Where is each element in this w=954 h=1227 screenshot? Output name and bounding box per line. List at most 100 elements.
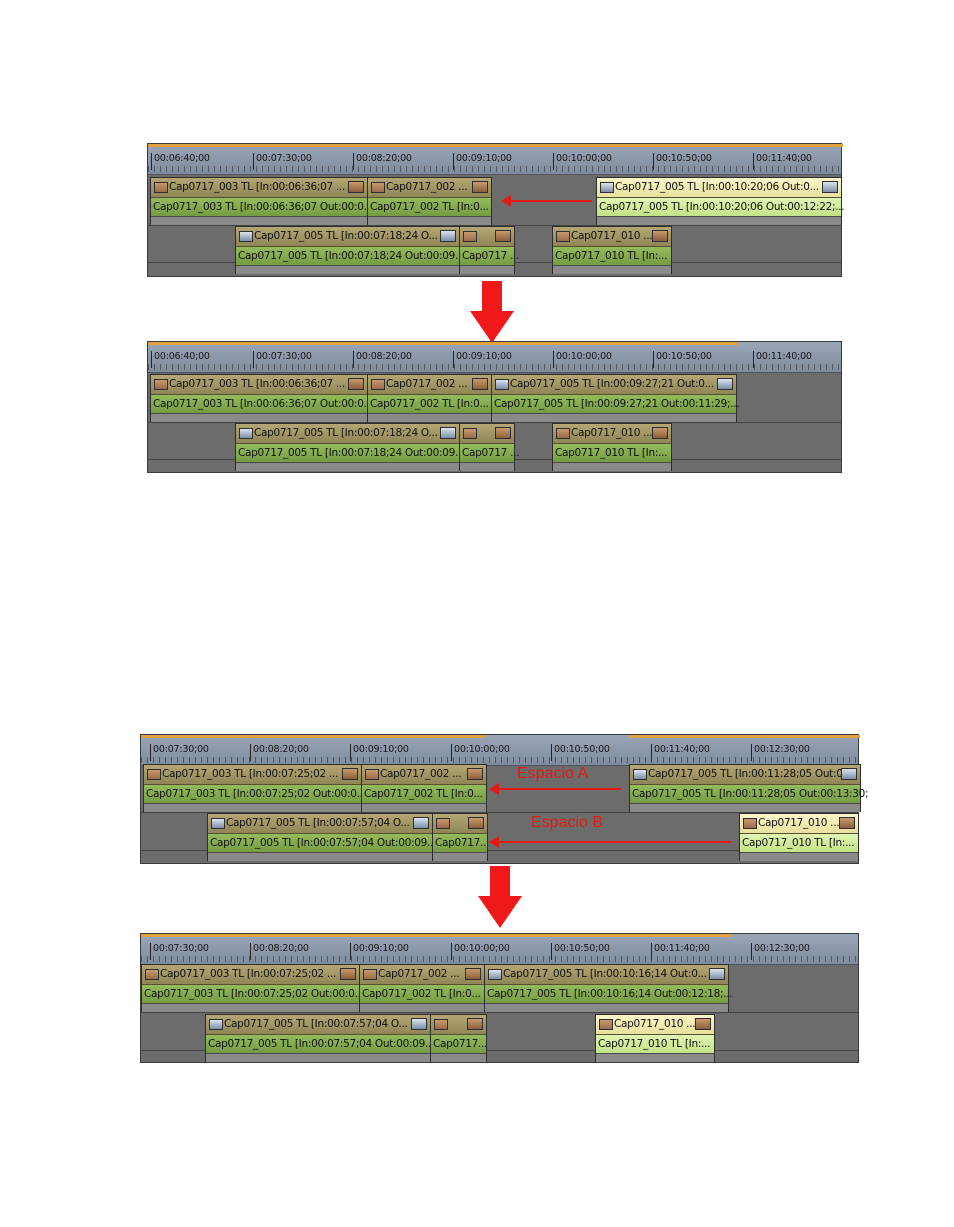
clip-info: Cap0717_005 TL [In:00:07:57;04 Out:00:09… <box>210 837 437 849</box>
clip-audio-strip <box>368 413 491 422</box>
timeline-clip[interactable]: Cap0717_002 ... Cap0717_002 TL [In:0... <box>359 964 485 1012</box>
clip-thumbnail-icon <box>467 1018 483 1030</box>
timeline-clip-selected[interactable]: Cap0717_010 ... Cap0717_010 TL [In:... <box>739 813 859 861</box>
clip-info: Cap0717_005 TL [In:00:11:28;05 Out:00:13… <box>632 788 869 800</box>
clip-info: Cap0717_005 TL [In:00:07:18;24 Out:00:09… <box>238 447 465 459</box>
clip-audio-strip <box>236 462 459 471</box>
track-divider <box>141 1050 858 1051</box>
clip-thumbnail-icon <box>652 230 668 242</box>
timeline-panel-after-2: 00:07:30;00 00:08:20;00 00:09:10;00 00:1… <box>140 933 859 1063</box>
timeline-clip[interactable]: Cap0717 ... <box>459 423 520 471</box>
timecode-ruler[interactable]: 00:06:40;00 00:07:30;00 00:08:20;00 00:0… <box>148 342 841 373</box>
clip-thumbnail-icon <box>743 818 757 829</box>
clip-audio-strip <box>630 803 860 812</box>
clip-audio-strip <box>208 852 432 861</box>
ruler-tick: 00:10:00;00 <box>553 153 612 170</box>
timeline-clip-selected[interactable]: Cap0717_005 TL [In:00:10:20;06 Out:0... … <box>596 177 845 225</box>
clip-title: Cap0717_003 TL [In:00:06:36;07 ... <box>169 378 345 390</box>
clip-thumbnail-icon <box>633 769 647 780</box>
clip-info: Cap0717_002 TL [In:0... <box>364 788 483 800</box>
timeline-clip[interactable]: Cap0717_002 ... Cap0717_002 TL [In:0... <box>367 177 492 225</box>
clip-thumbnail-icon <box>472 181 488 193</box>
ruler-highlight <box>141 934 731 937</box>
ruler-tick: 00:06:40;00 <box>151 351 210 368</box>
ruler-tick: 00:11:40;00 <box>651 943 710 960</box>
clip-title: Cap0717_003 TL [In:00:07:25;02 ... <box>162 768 338 780</box>
clip-thumbnail-icon <box>147 769 161 780</box>
clip-audio-strip <box>151 413 367 422</box>
clip-thumbnail-icon <box>211 818 225 829</box>
clip-thumbnail-icon <box>154 379 168 390</box>
timecode-ruler[interactable]: 00:06:40;00 00:07:30;00 00:08:20;00 00:0… <box>148 144 843 175</box>
clip-thumbnail-icon <box>413 817 429 829</box>
timeline-clip[interactable]: Cap0717_002 ... Cap0717_002 TL [In:0... <box>361 764 487 812</box>
clip-thumbnail-icon <box>463 231 477 242</box>
timeline-clip[interactable]: Cap0717_005 TL [In:00:09:27;21 Out:0... … <box>491 374 740 422</box>
clip-title: Cap0717_002 ... <box>386 181 468 193</box>
clip-title: Cap0717_010 ... <box>758 817 840 829</box>
clip-info: Cap0717... <box>435 837 490 849</box>
clip-info: Cap0717 ... <box>462 250 520 262</box>
clip-thumbnail-icon <box>472 378 488 390</box>
clip-thumbnail-icon <box>839 817 855 829</box>
clip-thumbnail-icon <box>467 768 483 780</box>
ruler-tick: 00:10:50;00 <box>551 943 610 960</box>
clip-title: Cap0717_005 TL [In:00:07:18;24 O... <box>254 427 438 439</box>
ruler-tick: 00:10:50;00 <box>653 153 712 170</box>
ruler-tick: 00:09:10;00 <box>453 153 512 170</box>
timeline-clip[interactable]: Cap0717_005 TL [In:00:07:57;04 O... Cap0… <box>205 1014 435 1062</box>
ruler-tick: 00:06:40;00 <box>151 153 210 170</box>
ruler-minor-ticks <box>141 956 858 962</box>
timeline-clip[interactable]: Cap0717... <box>430 1014 487 1062</box>
timeline-clip[interactable]: Cap0717_005 TL [In:00:07:57;04 O... Cap0… <box>207 813 437 861</box>
ruler-tick: 00:12:30;00 <box>751 943 810 960</box>
clip-title: Cap0717_005 TL [In:00:07:57;04 O... <box>224 1018 408 1030</box>
timeline-panel-before-2: 00:07:30;00 00:08:20;00 00:09:10;00 00:1… <box>140 734 869 864</box>
timeline-clip[interactable]: Cap0717_003 TL [In:00:06:36;07 ... Cap07… <box>150 374 373 422</box>
timeline-clip[interactable]: Cap0717_003 TL [In:00:07:25;02 ... Cap07… <box>141 964 364 1012</box>
clip-thumbnail-icon <box>340 968 356 980</box>
clip-thumbnail-icon <box>465 968 481 980</box>
move-left-arrow <box>489 836 731 848</box>
timecode-ruler[interactable]: 00:07:30;00 00:08:20;00 00:09:10;00 00:1… <box>141 735 860 766</box>
clip-info: Cap0717_005 TL [In:00:10:16;14 Out:00:12… <box>487 988 733 1000</box>
clip-thumbnail-icon <box>363 969 377 980</box>
clip-thumbnail-icon <box>709 968 725 980</box>
timeline-clip-selected[interactable]: Cap0717_010 ... Cap0717_010 TL [In:... <box>595 1014 715 1062</box>
timeline-clip[interactable]: Cap0717_005 TL [In:00:11:28;05 Out:0... … <box>629 764 869 812</box>
timeline-clip[interactable]: Cap0717_002 ... Cap0717_002 TL [In:0... <box>367 374 492 422</box>
timecode-ruler[interactable]: 00:07:30;00 00:08:20;00 00:09:10;00 00:1… <box>141 934 858 965</box>
clip-title: Cap0717_002 ... <box>378 968 460 980</box>
timeline-clip[interactable]: Cap0717_005 TL [In:00:07:18;24 O... Cap0… <box>235 226 464 274</box>
clip-audio-strip <box>360 1003 484 1012</box>
ruler-highlight <box>148 144 843 147</box>
clip-title: Cap0717_005 TL [In:00:07:57;04 O... <box>226 817 410 829</box>
timeline-clip[interactable]: Cap0717 ... <box>459 226 520 274</box>
timeline-clip[interactable]: Cap0717_010 ... Cap0717_010 TL [In:... <box>552 423 672 471</box>
clip-thumbnail-icon <box>468 817 484 829</box>
clip-thumbnail-icon <box>434 1019 448 1030</box>
timeline-clip[interactable]: Cap0717_003 TL [In:00:07:25;02 ... Cap07… <box>143 764 366 812</box>
move-left-arrow <box>489 783 621 795</box>
ruler-tick: 00:07:30;00 <box>150 943 209 960</box>
ruler-highlight <box>141 735 486 738</box>
clip-info: Cap0717_010 TL [In:... <box>598 1038 711 1050</box>
timeline-clip[interactable]: Cap0717_005 TL [In:00:10:16;14 Out:0... … <box>484 964 733 1012</box>
clip-info: Cap0717_005 TL [In:00:07:57;04 Out:00:09… <box>208 1038 435 1050</box>
timeline-clip[interactable]: Cap0717_010 ... Cap0717_010 TL [In:... <box>552 226 672 274</box>
ruler-highlight <box>148 342 738 345</box>
clip-audio-strip <box>431 1053 486 1062</box>
clip-audio-strip <box>433 852 487 861</box>
track-divider <box>141 1012 858 1013</box>
timeline-clip[interactable]: Cap0717... <box>432 813 490 861</box>
clip-info: Cap0717 ... <box>462 447 520 459</box>
timeline-clip[interactable]: Cap0717_005 TL [In:00:07:18;24 O... Cap0… <box>235 423 465 471</box>
clip-audio-strip <box>206 1053 430 1062</box>
ruler-tick: 00:09:10;00 <box>350 943 409 960</box>
track-divider <box>141 850 858 851</box>
ruler-tick: 00:11:40;00 <box>651 744 710 761</box>
timeline-clip[interactable]: Cap0717_003 TL [In:00:06:36;07 ... Cap07… <box>150 177 373 225</box>
track-divider <box>148 225 841 226</box>
clip-title: Cap0717_010 ... <box>571 230 653 242</box>
ruler-tick: 00:10:50;00 <box>551 744 610 761</box>
